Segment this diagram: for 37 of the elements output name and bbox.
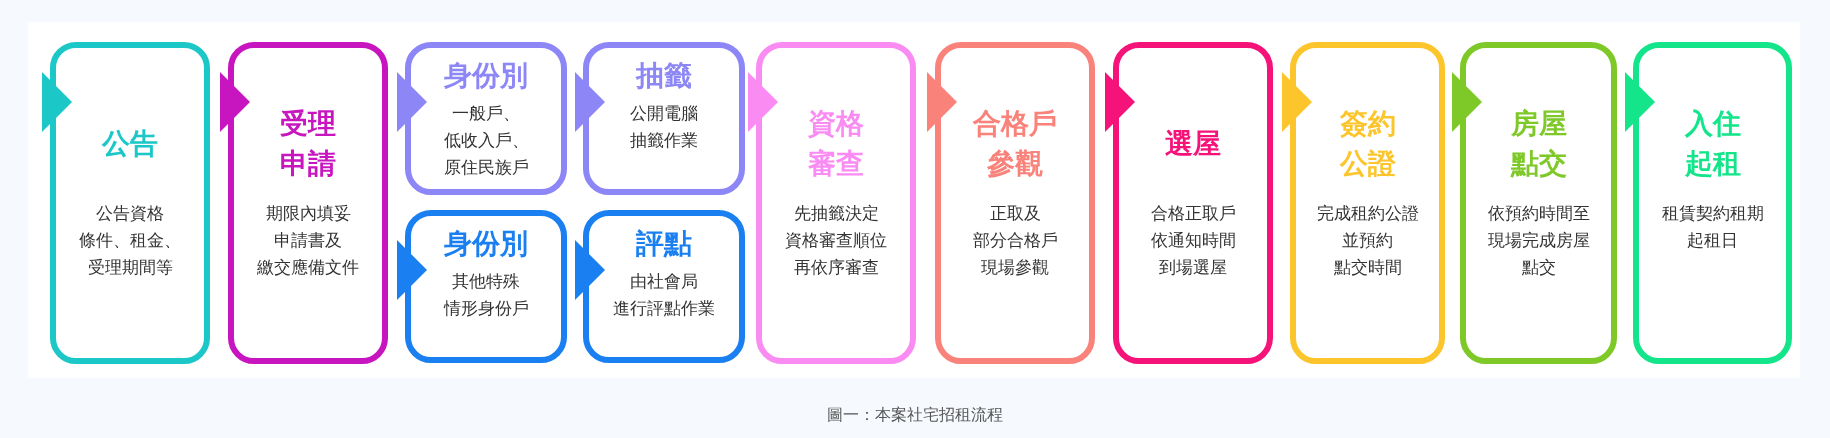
step-title: 抽籤 — [634, 58, 693, 94]
step-description: 公開電腦抽籤作業 — [629, 102, 699, 152]
step-description: 租賃契約租期起租日 — [1660, 202, 1765, 252]
step-description: 其他特殊情形身份戶 — [442, 270, 530, 320]
step-box — [1113, 42, 1273, 364]
step-box — [1633, 42, 1792, 364]
step-box — [1290, 42, 1445, 364]
step-title: 簽約公證 — [1338, 106, 1397, 182]
step-title: 資格審查 — [807, 106, 865, 182]
step-box — [583, 42, 745, 195]
step-title: 入住起租 — [1683, 106, 1742, 182]
step-description: 完成租約公證並預約點交時間 — [1315, 202, 1420, 279]
step-description: 先抽籤決定資格審查順位再依序審查 — [784, 202, 888, 279]
step-description: 期限內填妥申請書及繳交應備文件 — [256, 202, 360, 279]
step-box — [50, 42, 210, 364]
step-description: 一般戶、低收入戶、原住民族戶 — [442, 102, 530, 179]
step-description: 依預約時間至現場完成房屋點交 — [1486, 202, 1591, 279]
step-title: 身份別 — [443, 226, 529, 262]
step-description: 合格正取戶依通知時間到場選屋 — [1149, 202, 1237, 279]
step-box — [405, 42, 567, 195]
step-title: 選屋 — [1164, 126, 1222, 162]
step-description: 公告資格條件、租金、受理期間等 — [78, 202, 182, 279]
step-title: 身份別 — [443, 58, 529, 94]
step-title: 公告 — [100, 126, 159, 162]
figure-caption: 圖一：本案社宅招租流程 — [826, 404, 1004, 426]
step-title: 房屋點交 — [1509, 106, 1568, 182]
step-description: 由社會局進行評點作業 — [612, 270, 716, 320]
step-title: 合格戶參觀 — [972, 106, 1058, 182]
step-description: 正取及部分合格戶現場參觀 — [971, 202, 1059, 279]
step-box — [228, 42, 388, 364]
step-box — [405, 210, 567, 363]
step-box — [1460, 42, 1617, 364]
step-box — [935, 42, 1095, 364]
step-title: 評點 — [635, 226, 693, 262]
step-box — [583, 210, 745, 363]
step-title: 受理申請 — [279, 106, 337, 182]
step-box — [756, 42, 916, 364]
